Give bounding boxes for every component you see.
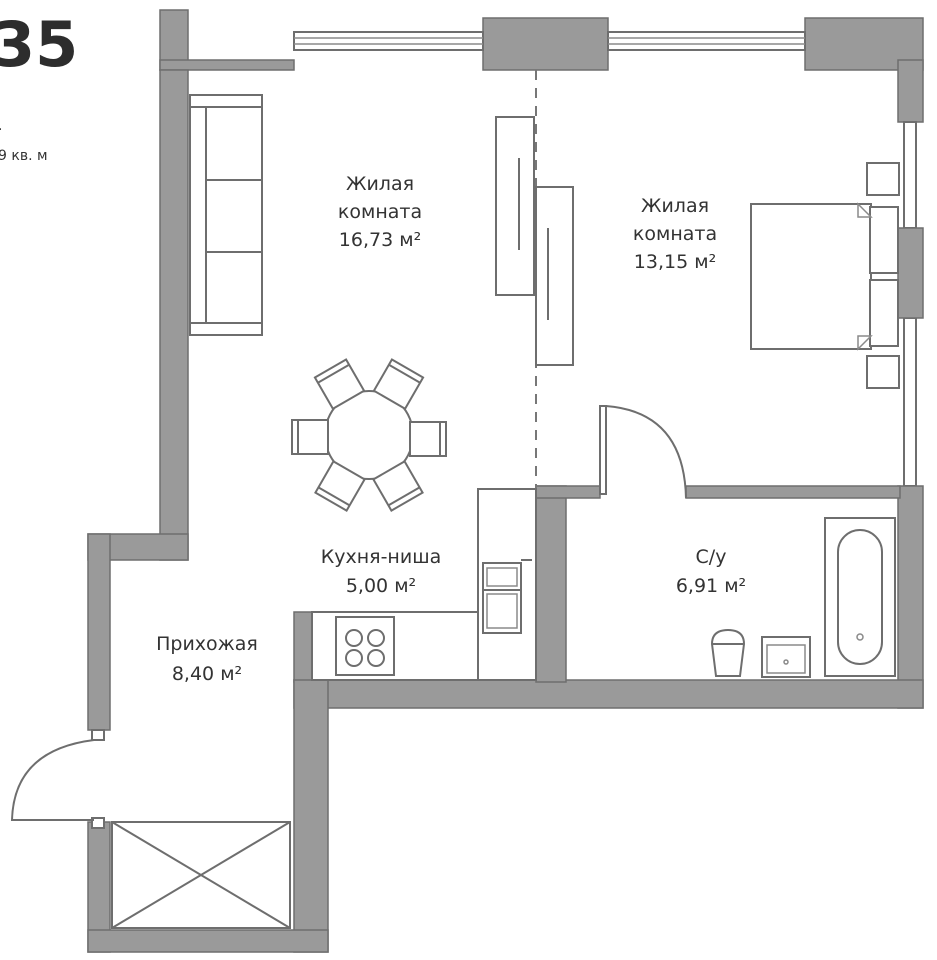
total-area-fragment: 9 кв. м [0,148,48,164]
room-1-area: 16,73 м² [339,229,421,251]
wall-bottom-left [87,929,329,953]
sofa [189,94,263,336]
wall-right-top [897,59,924,123]
room-hallway-name: Прихожая [156,633,258,655]
wall-top-left [159,59,295,71]
room-2-name-line1: Жилая [641,195,709,217]
window-top-left [293,31,484,51]
washbasin [761,636,811,678]
wall-left-lower [87,533,111,731]
wall-right-pier [897,227,924,319]
storage-closet [111,821,291,929]
apartment-number: 35 [0,8,78,81]
room-hallway-area: 8,40 м² [172,663,242,685]
wall-right-lower [897,485,924,709]
entrance-door [10,729,105,829]
wall-bathroom-left [535,485,567,683]
nightstand-top [866,162,900,196]
cabinet-right [535,186,574,366]
room-kitchen-area: 5,00 м² [346,575,416,597]
dining-table [291,358,447,512]
room-2-name-line2: комната [633,223,717,245]
room-kitchen-name: Кухня-ниша [321,546,442,568]
room-bathroom-name: С/у [696,546,727,568]
wall-bottom-right [293,679,924,709]
room-1-name-line2: комната [338,201,422,223]
wall-left-upper [159,69,189,561]
stove [335,616,395,676]
room-bathroom-area: 6,91 м² [676,575,746,597]
bed [750,202,899,351]
wall-hall-right [293,679,329,953]
toilet [710,628,746,677]
area-dot: . [0,118,2,134]
wall-top-center-pier [482,17,609,71]
window-top-right [607,31,806,51]
bathtub [824,517,896,677]
wall-bathroom-top-right [685,485,901,499]
cabinet-left [495,116,535,296]
wall-bathroom-top-left [535,485,601,499]
bathroom-door [599,405,687,499]
wall-kitchen-left [293,611,313,683]
room-2-area: 13,15 м² [634,251,716,273]
sink [482,559,532,634]
nightstand-bottom [866,355,900,389]
room-1-name-line1: Жилая [346,173,414,195]
